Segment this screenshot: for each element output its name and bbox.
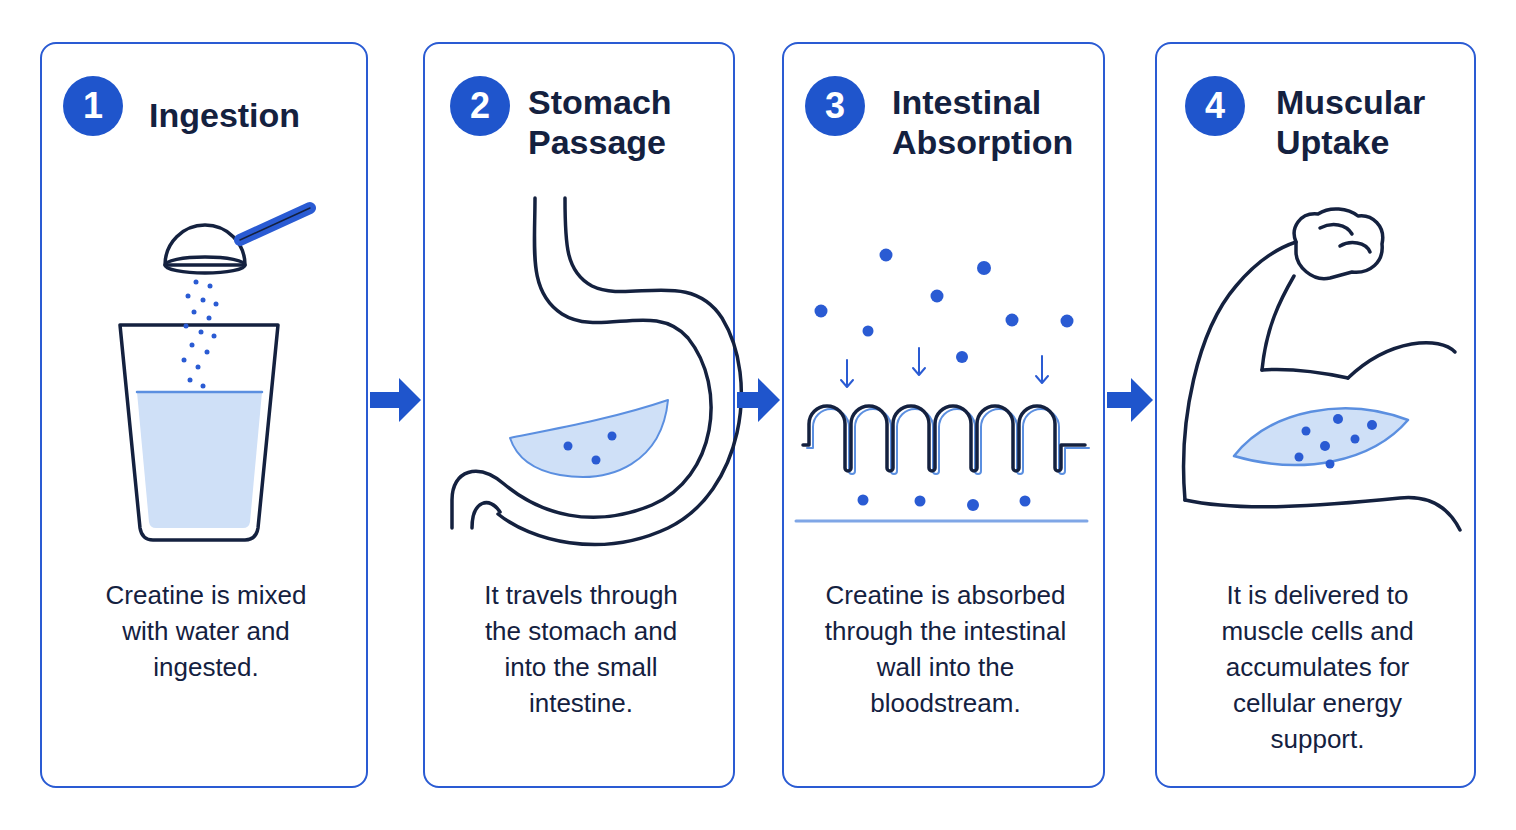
creatine-particles (815, 249, 1074, 512)
muscle-dots (1295, 414, 1378, 469)
flow-arrow (370, 378, 421, 422)
step-panel: IngestionCreatine is mixed with water an… (40, 42, 368, 788)
step-panel: Muscular Uptake It is delivered to muscle… (1155, 42, 1476, 788)
step-description: It travels through the stomach and into … (466, 577, 696, 721)
step-description: It is delivered to muscle cells and accu… (1210, 577, 1425, 757)
step-number: 1 (63, 76, 123, 136)
flow-arrow (737, 378, 780, 422)
step-description: Creatine is mixed with water and ingeste… (86, 577, 326, 685)
step-number: 2 (450, 76, 510, 136)
callout-number: 2 (470, 85, 490, 126)
step-heading: Stomach Passage (528, 82, 703, 162)
step-panel: Intestinal AbsorptionCreatine is absorbe… (782, 42, 1105, 788)
glass-illustration (120, 208, 310, 540)
stomach-dots (564, 432, 617, 465)
step-heading: Ingestion (149, 95, 349, 135)
step-number: 4 (1185, 76, 1245, 136)
callout-number: 4 (1205, 85, 1225, 126)
step-heading: Intestinal Absorption (892, 82, 1097, 162)
step-description: Creatine is absorbed through the intesti… (808, 577, 1083, 721)
step-heading: Muscular Uptake (1276, 82, 1454, 162)
flow-arrow (1107, 378, 1153, 422)
villi-illustration (796, 348, 1089, 521)
callout-number: 1 (83, 85, 103, 126)
step-number: 3 (805, 76, 865, 136)
powder-dots (182, 280, 219, 389)
stomach-illustration (452, 198, 741, 544)
callout-number: 3 (825, 85, 845, 126)
arm-illustration (1184, 209, 1460, 530)
step-panel: Stomach Passage It travels through the st… (423, 42, 735, 788)
